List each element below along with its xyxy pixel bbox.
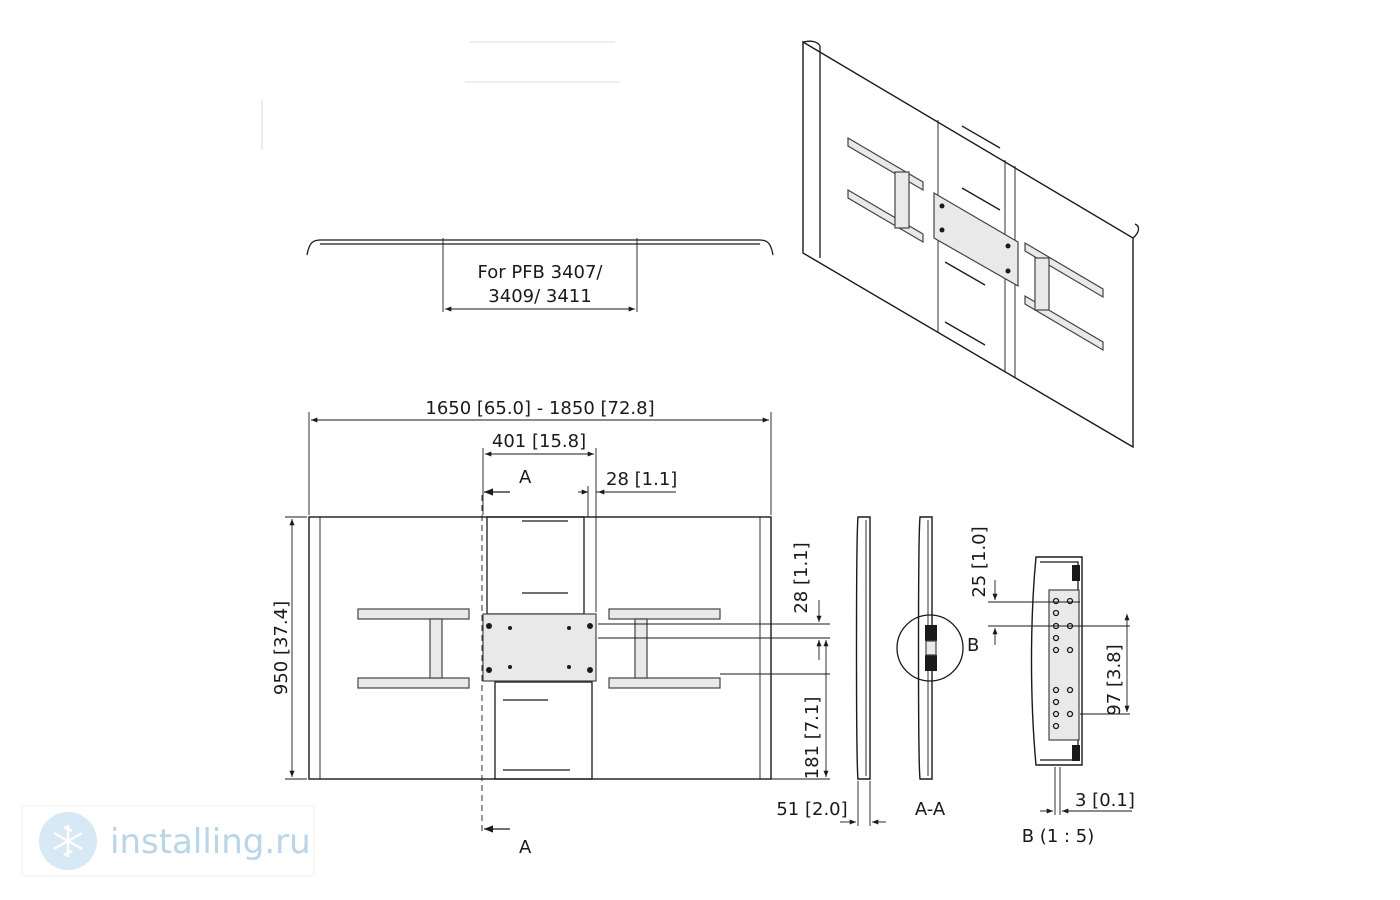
detail-dimension-bottom: 3 [0.1] [1075, 790, 1135, 811]
perspective-center-plate [933, 191, 1019, 288]
top-view: For PFB 3407/ 3409/ 3411 [306, 238, 774, 312]
front-view: A A 1650 [65.0] - 1850 [72.8] 401 [15.8]… [271, 398, 830, 858]
detail-reference: B [967, 635, 979, 656]
top-view-note-line2: 3409/ 3411 [488, 286, 591, 307]
center-dimension: 401 [15.8] [492, 431, 586, 452]
section-view: B A-A [896, 516, 979, 820]
height-dimension: 950 [37.4] [271, 601, 292, 695]
right-dimension-lower: 181 [7.1] [802, 697, 823, 780]
offset-dimension: 28 [1.1] [606, 469, 677, 490]
top-view-note-line1: For PFB 3407/ [478, 262, 604, 283]
side-view: 51 [2.0] [776, 516, 886, 826]
section-label: A-A [915, 799, 946, 820]
section-profile [917, 516, 933, 780]
detail-dimension-top: 25 [1.0] [969, 526, 990, 597]
side-view-profile [855, 516, 871, 780]
faint-marks [261, 41, 620, 150]
detail-dimension-right: 97 [3.8] [1104, 644, 1125, 715]
watermark: installing.ru [21, 805, 315, 877]
top-view-outline [306, 239, 774, 256]
width-dimension: 1650 [65.0] - 1850 [72.8] [425, 398, 654, 419]
detail-circle [896, 614, 964, 682]
detail-label: B (1 : 5) [1022, 826, 1095, 847]
section-marker-bottom: A [519, 837, 532, 858]
watermark-text: installing.ru [110, 822, 311, 862]
detail-view: 25 [1.0] 97 [3.8] 3 [0.1] B (1 : 5) [969, 526, 1135, 847]
perspective-view [802, 40, 1140, 449]
depth-dimension: 51 [2.0] [776, 799, 847, 820]
front-view-center-plate [482, 613, 597, 682]
right-dimension-upper: 28 [1.1] [791, 542, 812, 613]
section-marker-top: A [519, 467, 532, 488]
snowflake-logo-icon [39, 812, 97, 870]
